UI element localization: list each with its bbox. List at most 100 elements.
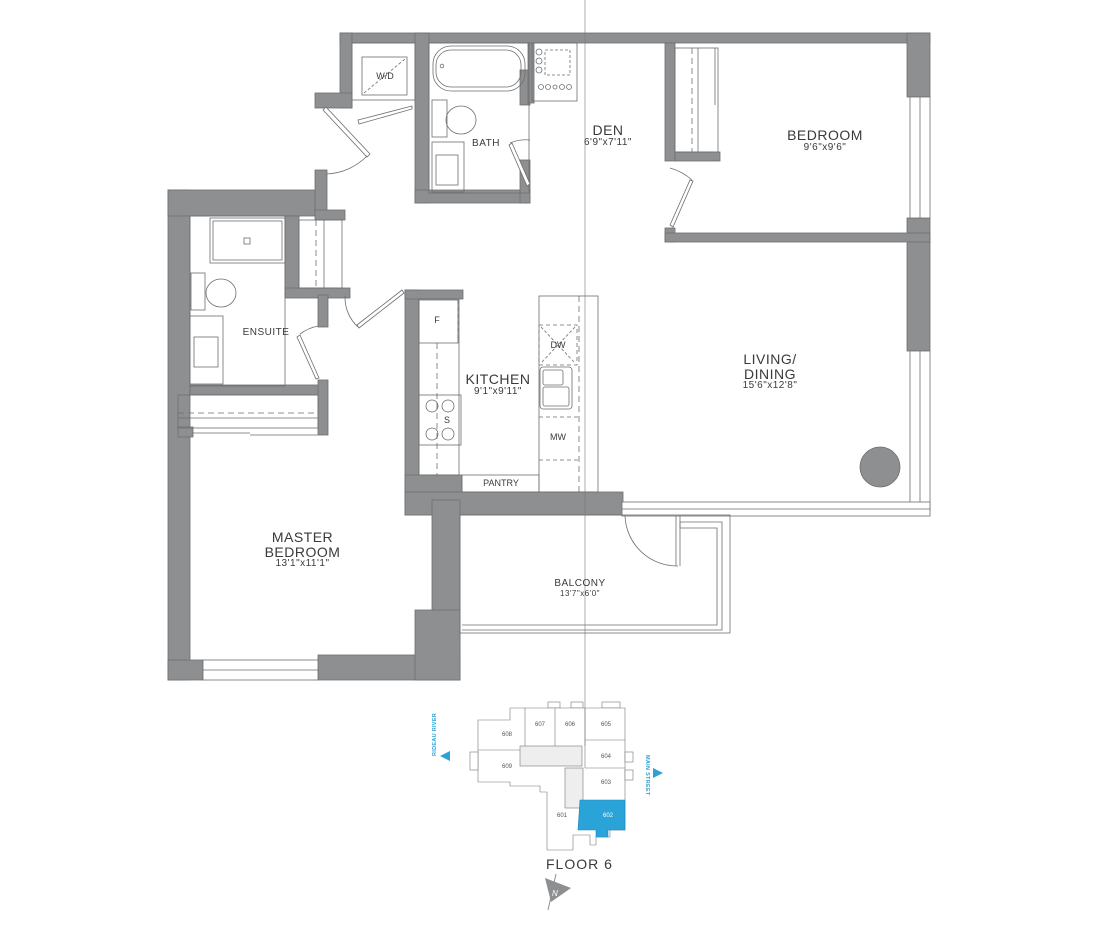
wall-den-bedroom bbox=[664, 42, 676, 162]
wall-kitchen-left bbox=[404, 289, 420, 501]
kitchen-island bbox=[538, 295, 599, 493]
room-den-dim: 6'9"x7'11" bbox=[584, 136, 632, 148]
wall-master-right-jog bbox=[414, 609, 461, 681]
keyplan-unit-606: 606 bbox=[564, 722, 575, 728]
toilet-tank bbox=[431, 99, 448, 138]
bath-room bbox=[428, 42, 530, 194]
master-closet bbox=[177, 394, 319, 429]
room-kitchen: KITCHEN 9'1"x9'11" bbox=[458, 372, 538, 397]
wall-bedroom-closet bbox=[674, 151, 721, 162]
keyplan-unit-601: 601 bbox=[556, 813, 567, 819]
entry-door bbox=[322, 106, 371, 158]
wall-master-bottom-left bbox=[167, 659, 204, 681]
street-label-rideau-river: RIDEAU RIVER bbox=[432, 712, 438, 756]
room-kitchen-dim: 9'1"x9'11" bbox=[474, 385, 522, 397]
room-balcony-dim: 13'7"x6'0" bbox=[560, 588, 600, 598]
wall-closet-den bbox=[527, 42, 535, 104]
room-bath: BATH bbox=[466, 138, 506, 150]
wall-right-top bbox=[906, 32, 931, 98]
room-living-name-2: DINING bbox=[744, 365, 796, 382]
ensuite-vanity bbox=[189, 315, 224, 385]
toilet bbox=[445, 105, 477, 135]
room-ensuite-name: ENSUITE bbox=[242, 327, 290, 338]
keyplan-unit-607: 607 bbox=[534, 722, 545, 728]
washer-dryer-label: W/D bbox=[376, 71, 394, 81]
keyplan-unit-603: 603 bbox=[600, 780, 611, 786]
dishwasher-label: DW bbox=[550, 340, 566, 350]
wall-ensuite-closet-top bbox=[314, 209, 346, 221]
shower bbox=[209, 217, 286, 264]
room-master-dim: 13'1"x11'1" bbox=[275, 558, 330, 570]
dishwasher bbox=[538, 324, 578, 366]
ensuite-door bbox=[296, 334, 320, 380]
shower-drain bbox=[243, 237, 251, 245]
pantry bbox=[461, 474, 540, 493]
room-den: DEN 6'9"x7'11" bbox=[568, 123, 648, 148]
ensuite-sink bbox=[193, 336, 219, 368]
stove-label: S bbox=[443, 415, 450, 425]
room-ensuite: ENSUITE bbox=[236, 327, 296, 339]
vanity bbox=[431, 141, 465, 193]
wall-ensuite-closet-bottom bbox=[284, 287, 351, 299]
pantry-label: PANTRY bbox=[483, 478, 519, 488]
wall-bedroom-bottom bbox=[664, 232, 931, 243]
room-master-name-2: BEDROOM bbox=[264, 543, 341, 560]
arrow-left-icon bbox=[440, 751, 450, 761]
bedroom-closet bbox=[674, 47, 719, 153]
keyplan-unit-609: 609 bbox=[501, 764, 512, 770]
floor-label: FLOOR 6 bbox=[546, 856, 613, 872]
keyplan bbox=[469, 0, 634, 851]
wall-ensuite-closet-left bbox=[284, 215, 300, 297]
wall-ensuite-top-jog bbox=[314, 169, 328, 217]
ensuite-room bbox=[189, 215, 286, 387]
washer-dryer bbox=[361, 56, 408, 96]
keyplan-unit-604: 604 bbox=[600, 754, 611, 760]
room-bath-name: BATH bbox=[472, 138, 500, 149]
room-den-name: DEN bbox=[592, 122, 624, 138]
laundry-door bbox=[357, 105, 413, 125]
room-balcony: BALCONY 13'7"x6'0" bbox=[540, 578, 620, 598]
room-living-dim: 15'6"x12'8" bbox=[742, 380, 798, 392]
wall-ensuite-bottom bbox=[189, 384, 321, 396]
room-kitchen-name: KITCHEN bbox=[465, 371, 531, 387]
ensuite-toilet-tank bbox=[190, 272, 206, 311]
keyplan-unit-highlight bbox=[577, 799, 626, 838]
room-bedroom: BEDROOM 9'6"x9'6" bbox=[775, 128, 875, 153]
room-balcony-name: BALCONY bbox=[554, 578, 606, 589]
wall-ensuite-top bbox=[167, 189, 319, 217]
ensuite-toilet bbox=[205, 278, 237, 308]
street-label-main-street: MAIN STREET bbox=[644, 755, 650, 796]
room-living-dining: LIVING/ DINING 15'6"x12'8" bbox=[720, 352, 820, 392]
room-bedroom-name: BEDROOM bbox=[787, 127, 863, 143]
room-master-bedroom: MASTER BEDROOM 13'1"x11'1" bbox=[250, 530, 355, 570]
bathtub bbox=[432, 45, 526, 92]
wall-laundry-jog bbox=[314, 92, 353, 109]
north-arrow-icon: N bbox=[545, 873, 571, 911]
balcony-outline bbox=[459, 514, 731, 634]
bath-sink bbox=[435, 154, 459, 186]
wall-master-closet-left bbox=[177, 426, 194, 438]
laundry-closet bbox=[351, 42, 416, 101]
fridge-label: F bbox=[434, 315, 440, 325]
stove bbox=[418, 394, 462, 446]
keyplan-unit-605: 605 bbox=[600, 722, 611, 728]
wall-kitchen-top bbox=[404, 289, 464, 300]
wall-master-closet-right bbox=[317, 379, 329, 436]
svg-text:N: N bbox=[552, 889, 558, 898]
master-door bbox=[356, 289, 405, 329]
bedroom-door bbox=[669, 179, 694, 228]
wall-ensuite-door-jamb bbox=[317, 294, 329, 328]
arrow-right-icon bbox=[653, 768, 663, 778]
microwave-label: MW bbox=[550, 432, 566, 442]
kitchen-counter-left bbox=[418, 298, 460, 476]
room-master-name-1: MASTER bbox=[271, 529, 334, 545]
mech-closet bbox=[531, 42, 578, 102]
room-living-name-1: LIVING/ bbox=[743, 351, 797, 367]
keyplan-unit-608: 608 bbox=[501, 732, 512, 738]
bath-door bbox=[508, 142, 531, 187]
kitchen-sink bbox=[539, 366, 573, 410]
keyplan-unit-602: 602 bbox=[602, 813, 613, 819]
room-bedroom-dim: 9'6"x9'6" bbox=[803, 141, 847, 153]
ensuite-closet bbox=[298, 219, 343, 289]
